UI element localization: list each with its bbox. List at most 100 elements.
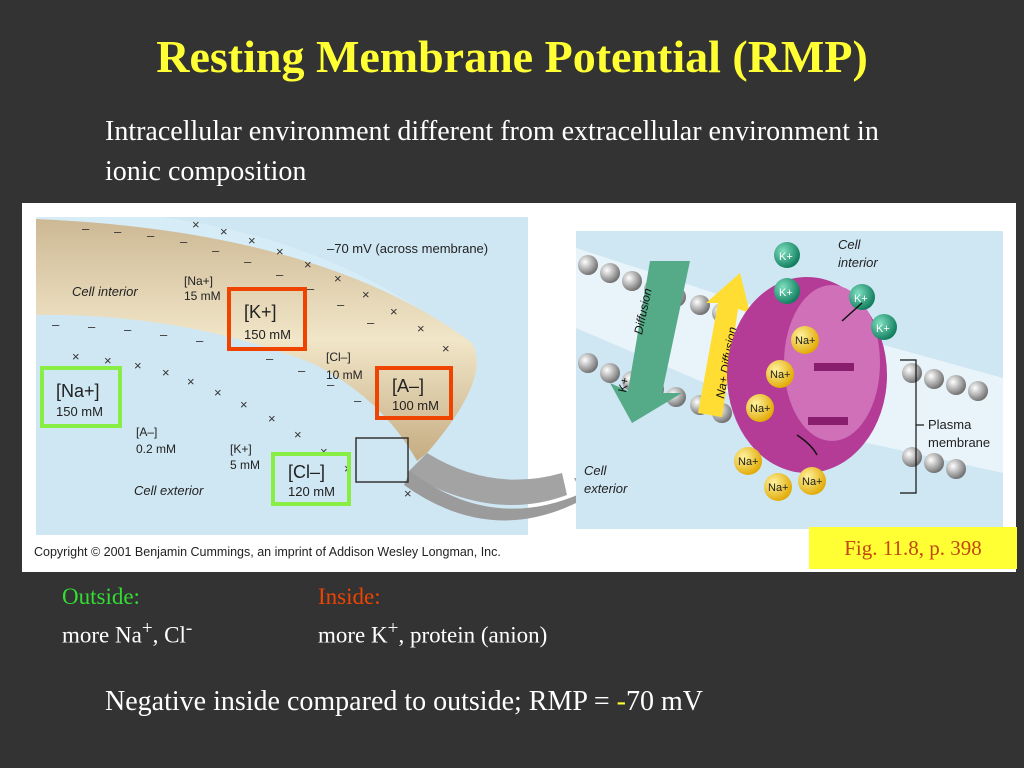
a-in-ion: [A–]	[392, 376, 424, 396]
outside-sup1: +	[141, 618, 153, 639]
svg-text:–: –	[212, 243, 220, 258]
svg-text:×: ×	[334, 271, 342, 286]
outside-heading: Outside:	[62, 584, 140, 609]
svg-text:×: ×	[404, 486, 412, 501]
svg-text:×: ×	[134, 358, 142, 373]
k-diffusion-ion: K+	[615, 376, 632, 394]
svg-text:×: ×	[442, 341, 450, 356]
svg-text:–: –	[82, 221, 90, 236]
k-ion-2: K+	[779, 287, 793, 299]
inside-text-prefix: more K	[318, 622, 388, 648]
svg-text:×: ×	[390, 304, 398, 319]
k-diffusion-arrow	[610, 261, 690, 423]
outside-text-prefix: more Na	[62, 622, 142, 648]
na-ion-5: Na+	[768, 482, 789, 494]
k-in-ion: [K+]	[244, 302, 277, 322]
svg-text:×: ×	[294, 427, 302, 442]
svg-text:×: ×	[362, 287, 370, 302]
na-ion-3: Na+	[750, 403, 771, 415]
svg-text:×: ×	[192, 217, 200, 232]
membrane-figure: –– –– –– –– –– –– –– –– –– –– – ×× ×× ××…	[22, 203, 1016, 572]
svg-text:×: ×	[162, 365, 170, 380]
voltage-label: –70 mV (across membrane)	[327, 241, 488, 256]
k-ion-3: K+	[854, 293, 868, 305]
inside-text-rest: , protein (anion)	[398, 622, 548, 648]
right-cell-exterior-2: exterior	[584, 481, 628, 496]
k-out-conc: 5 mM	[230, 458, 260, 472]
plasma-membrane-label-1: Plasma	[928, 417, 972, 432]
na-out-ion: [Na+]	[56, 381, 100, 401]
na-ions: Na+ Na+ Na+ Na+ Na+ Na+	[734, 326, 826, 501]
cl-out-box	[271, 452, 351, 506]
a-in-box	[375, 366, 453, 420]
inside-sup1: +	[387, 618, 399, 639]
svg-text:–: –	[367, 315, 375, 330]
outside-sup2: -	[185, 618, 193, 639]
svg-text:–: –	[147, 228, 155, 243]
svg-text:–: –	[52, 317, 60, 332]
svg-text:×: ×	[240, 397, 248, 412]
plasma-membrane-label-2: membrane	[928, 435, 990, 450]
copyright-text: Copyright © 2001 Benjamin Cummings, an i…	[34, 545, 501, 559]
na-ion-2: Na+	[770, 369, 791, 381]
k-ion-1: K+	[779, 251, 793, 263]
svg-text:–: –	[327, 377, 335, 392]
svg-text:–: –	[244, 254, 252, 269]
cl-out-conc: 120 mM	[288, 484, 335, 499]
cl-in-ion: [Cl–]	[326, 350, 351, 364]
outside-text-mid: , Cl	[152, 622, 186, 648]
na-ion-4: Na+	[738, 456, 759, 468]
svg-text:×: ×	[268, 411, 276, 426]
right-cell-exterior-1: Cell	[584, 463, 608, 478]
svg-text:×: ×	[304, 257, 312, 272]
a-out-conc: 0.2 mM	[136, 442, 176, 456]
rmp-value: 70 mV	[626, 686, 703, 717]
svg-text:–: –	[124, 322, 132, 337]
membrane-band	[36, 219, 477, 461]
svg-text:×: ×	[248, 233, 256, 248]
pump-protein	[727, 277, 887, 473]
plasma-membrane-bracket	[900, 359, 917, 494]
svg-text:–: –	[354, 393, 362, 408]
a-out-ion: [A–]	[136, 425, 157, 439]
na-in-conc: 15 mM	[184, 289, 221, 303]
k-ions: K+ K+ K+ K+	[774, 242, 897, 340]
na-diffusion-arrow	[698, 273, 750, 417]
svg-text:–: –	[88, 319, 96, 334]
svg-text:–: –	[307, 281, 315, 296]
right-panel: Diffusion K+ Na+ Diffusion K+ K+ K+	[576, 231, 1003, 529]
figure-reference: Fig. 11.8, p. 398	[809, 527, 1017, 569]
k-ion-4: K+	[876, 323, 890, 335]
left-cell-interior-label: Cell interior	[72, 284, 138, 299]
right-cell-interior-1: Cell	[838, 237, 862, 252]
svg-text:×: ×	[104, 353, 112, 368]
na-in-ion: [Na+]	[184, 274, 213, 288]
intro-text: Intracellular environment different from…	[105, 116, 879, 187]
cl-out-ion: [Cl–]	[288, 462, 325, 482]
na-ion-1: Na+	[795, 335, 816, 347]
svg-text:–: –	[114, 224, 122, 239]
right-cell-interior-2: interior	[838, 255, 878, 270]
left-panel: –– –– –– –– –– –– –– –– –– –– – ×× ×× ××…	[36, 217, 612, 535]
figure-svg: –– –– –– –– –– –– –– –– –– –– – ×× ×× ××…	[36, 217, 1003, 535]
svg-text:×: ×	[276, 244, 284, 259]
k-out-ion: [K+]	[230, 442, 252, 456]
svg-text:–: –	[196, 333, 204, 348]
slide-title: Resting Membrane Potential (RMP)	[156, 31, 868, 82]
inside-heading: Inside:	[318, 584, 381, 609]
svg-text:–: –	[337, 297, 345, 312]
svg-text:×: ×	[214, 385, 222, 400]
svg-text:×: ×	[187, 374, 195, 389]
outside-text: more Na+, Cl-	[62, 618, 192, 649]
k-in-box	[227, 287, 307, 351]
cl-in-conc: 10 mM	[326, 368, 363, 382]
na-out-box	[40, 366, 122, 428]
na-out-conc: 150 mM	[56, 404, 103, 419]
zoom-arrow	[404, 471, 612, 521]
k-in-conc: 150 mM	[244, 327, 291, 342]
svg-text:–: –	[160, 327, 168, 342]
svg-text:–: –	[266, 351, 274, 366]
svg-text:×: ×	[417, 321, 425, 336]
rmp-minus: -	[616, 686, 626, 717]
a-in-conc: 100 mM	[392, 398, 439, 413]
